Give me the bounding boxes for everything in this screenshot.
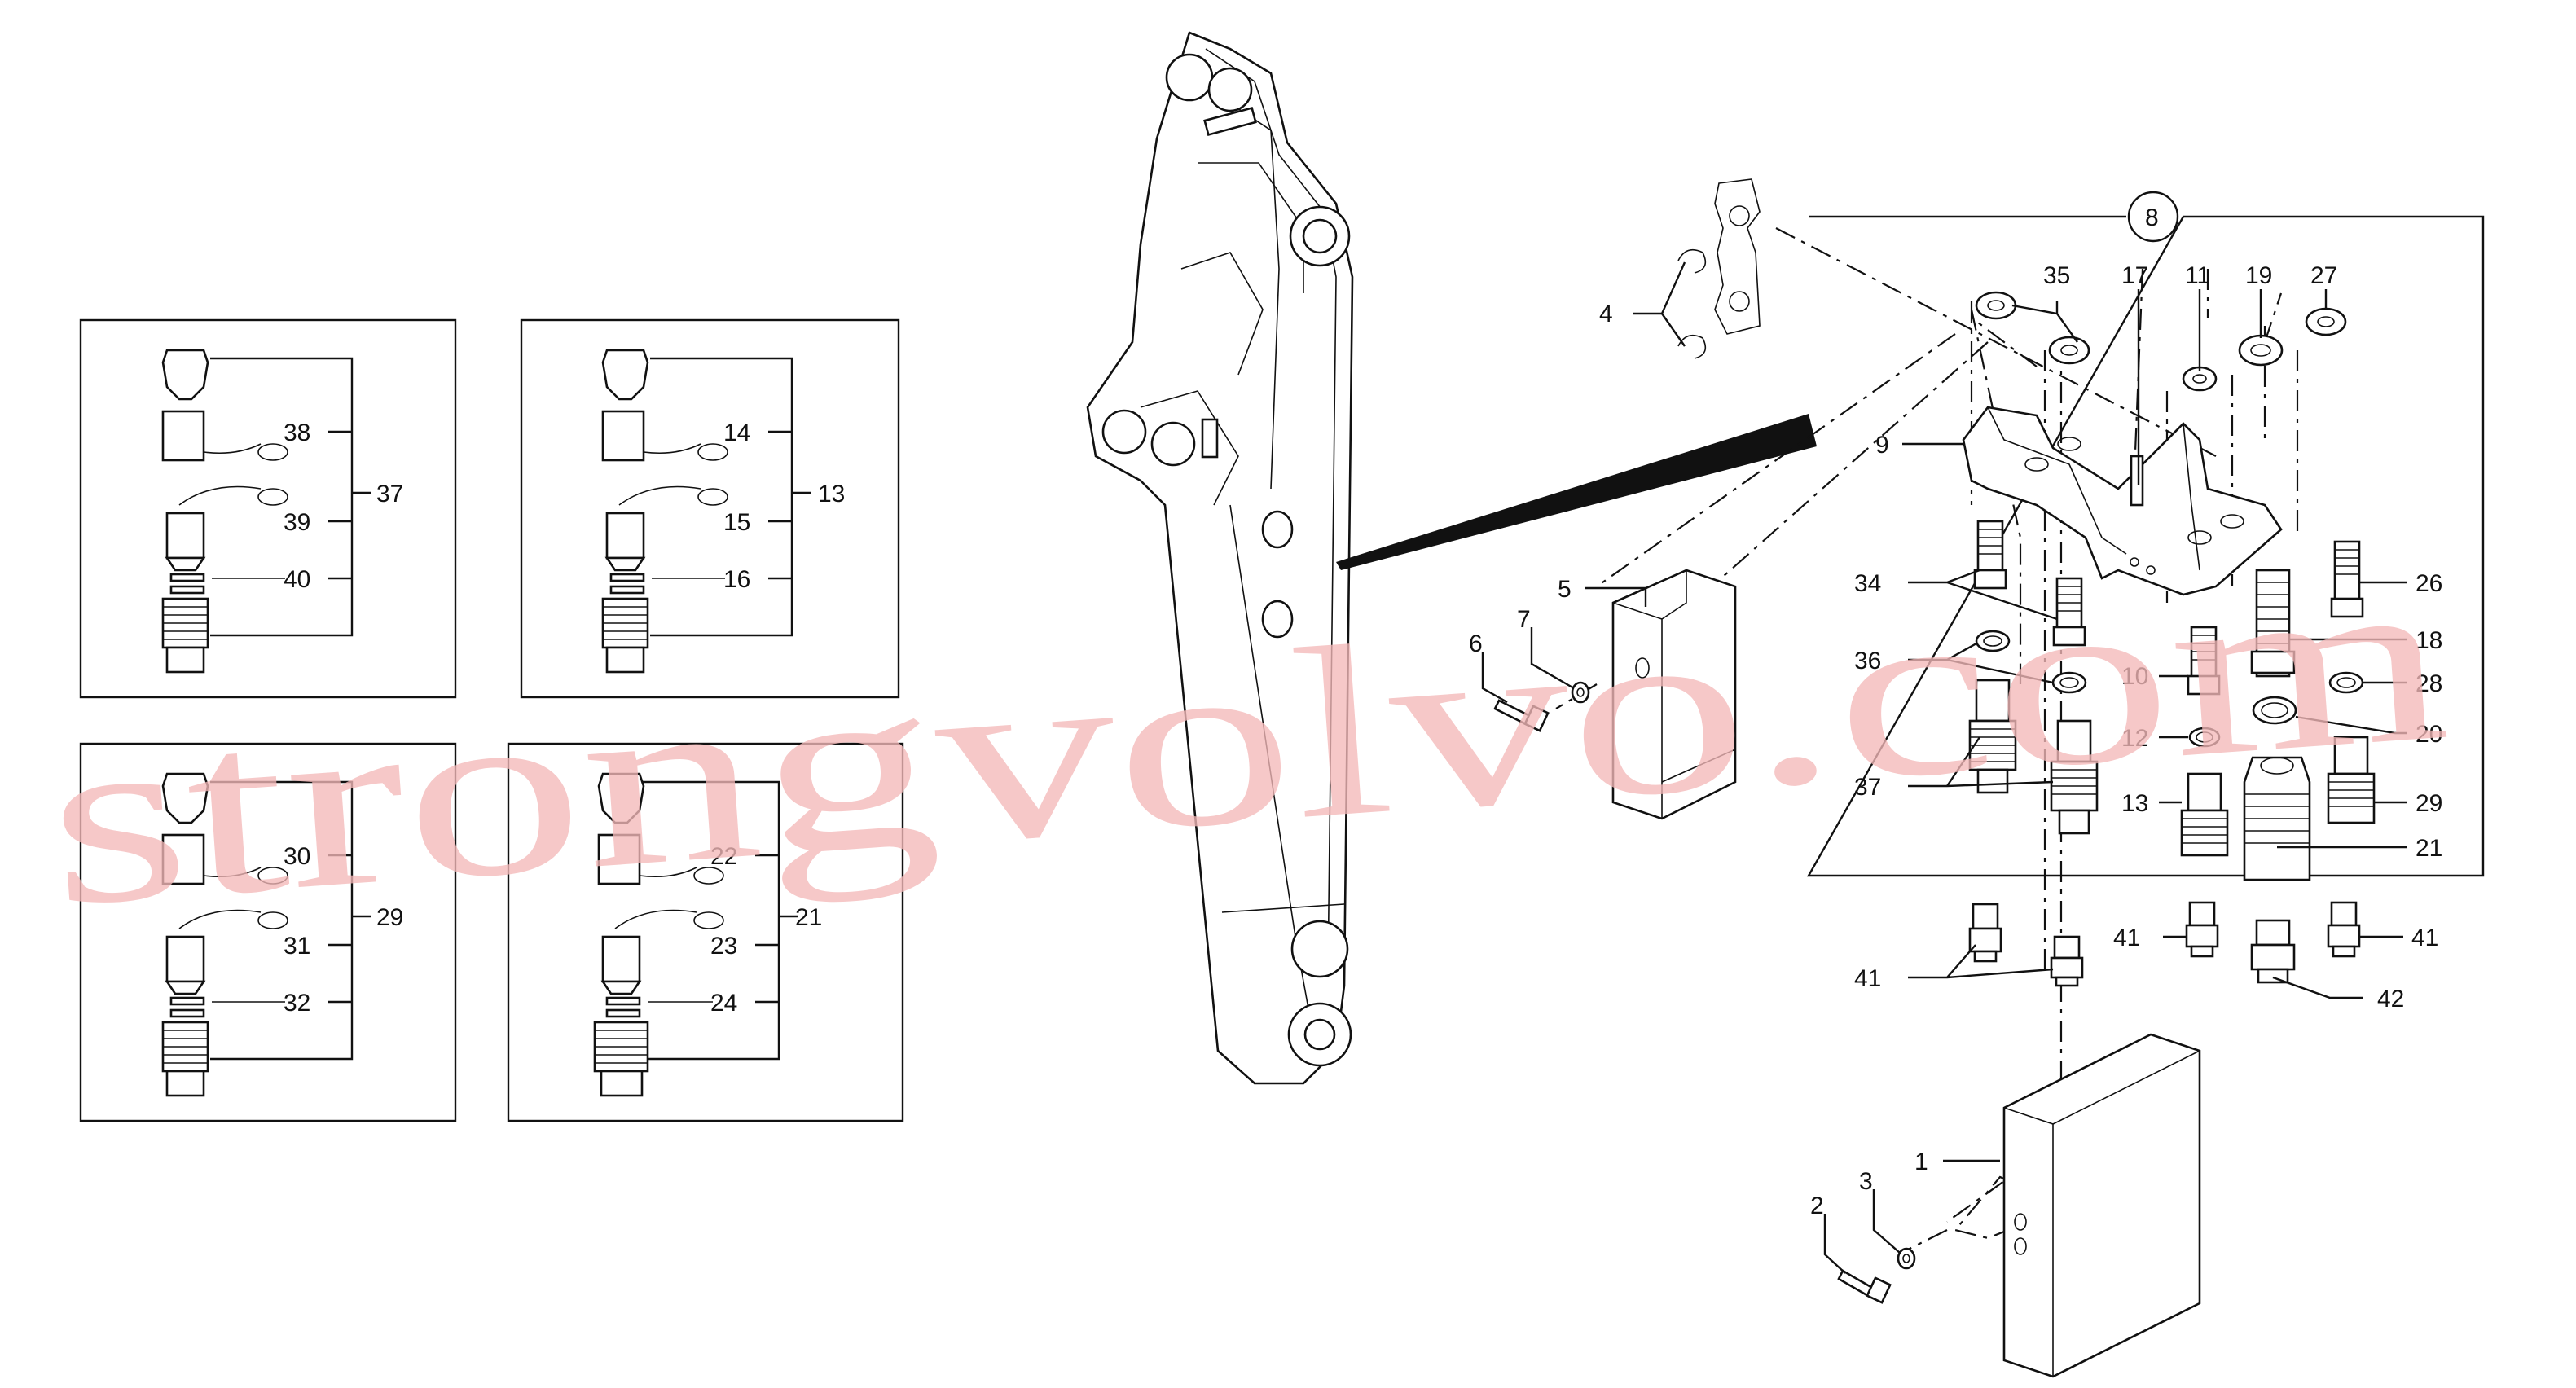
- seals-top-row: 35 17 11 19 27: [1975, 262, 2347, 485]
- kit-box-21: 22 23 24 21: [507, 742, 904, 1122]
- callout-26: 26: [2416, 570, 2442, 597]
- kit-37-id: 37: [376, 481, 403, 507]
- washer-3: 3: [1859, 1168, 1916, 1270]
- callout-29: 29: [2416, 790, 2442, 817]
- callout-21: 21: [2416, 835, 2442, 862]
- kit-13-label-3: 16: [723, 566, 750, 593]
- bolt-2: 2: [1810, 1193, 1892, 1304]
- washer-7: 7: [1517, 606, 1590, 704]
- kit-29-label-3: 32: [284, 990, 310, 1017]
- detail-frame: 8: [1806, 191, 2485, 877]
- callout-28: 28: [2416, 670, 2442, 697]
- cover-1: 1: [1914, 1033, 2201, 1378]
- callout-36: 36: [1854, 648, 1881, 674]
- callout-6: 6: [1469, 630, 1483, 657]
- kit-13-label-1: 14: [723, 419, 750, 446]
- kit-21-label-3: 24: [710, 990, 737, 1017]
- kit-box-13: 14 15 16 13: [520, 318, 900, 699]
- callout-17: 17: [2121, 262, 2148, 289]
- callout-41-right: 41: [2411, 925, 2438, 951]
- callout-19: 19: [2245, 262, 2272, 289]
- callout-27: 27: [2310, 262, 2337, 289]
- callout-41-left: 41: [1854, 965, 1881, 992]
- callout-11: 11: [2185, 262, 2210, 289]
- callout-20: 20: [2416, 721, 2442, 748]
- kit-13-label-2: 15: [723, 509, 750, 536]
- parts-right-column: 26 18 28 20 29 21: [2243, 540, 2442, 881]
- bracket-4: 4: [1599, 178, 1761, 359]
- callout-42: 42: [2377, 986, 2404, 1012]
- kit-29-id: 29: [376, 904, 403, 931]
- callout-37: 37: [1854, 774, 1881, 801]
- callout-10: 10: [2121, 663, 2148, 690]
- kit-box-29: 30 31 32 29: [79, 742, 457, 1122]
- manifold-bracket-9: 9: [1875, 406, 2283, 596]
- callout-3: 3: [1859, 1168, 1873, 1195]
- kit-13-id: 13: [818, 481, 845, 507]
- callout-4: 4: [1599, 301, 1613, 327]
- excavator-arm: [1086, 31, 1354, 1085]
- callout-7: 7: [1517, 606, 1531, 633]
- kit-37-label-3: 40: [284, 566, 310, 593]
- nipples-34: 34: [1854, 520, 2086, 647]
- callout-9: 9: [1875, 432, 1889, 459]
- callout-13: 13: [2121, 790, 2148, 817]
- kit-29-label-2: 31: [284, 933, 310, 960]
- callout-12: 12: [2121, 725, 2148, 752]
- orings-36: 36: [1854, 630, 2087, 694]
- kit-box-37: 38 39 40 37: [79, 318, 457, 699]
- callout-8: 8: [2145, 204, 2159, 231]
- callout-41-middle: 41: [2113, 925, 2140, 951]
- detail-pointer: [1336, 414, 1817, 570]
- kit-21-label-2: 23: [710, 933, 737, 960]
- kit-37-label-2: 39: [284, 509, 310, 536]
- bolt-6: 6: [1469, 630, 1550, 732]
- callout-18: 18: [2416, 627, 2442, 654]
- nipples-41-42: 41 41 41 42: [1854, 901, 2438, 1012]
- kit-37-label-1: 38: [284, 419, 310, 446]
- cover-5: 5: [1558, 569, 1737, 820]
- kit-21-label-1: 22: [710, 843, 737, 870]
- callout-35: 35: [2043, 262, 2070, 289]
- callout-1: 1: [1914, 1149, 1928, 1175]
- callout-2: 2: [1810, 1193, 1824, 1219]
- couplings-37: 37: [1854, 679, 2099, 835]
- callout-5: 5: [1558, 576, 1572, 603]
- callout-34: 34: [1854, 570, 1881, 597]
- part-10-12-13: 10 12 13: [2121, 626, 2229, 857]
- kit-21-id: 21: [795, 904, 822, 931]
- kit-29-label-1: 30: [284, 843, 310, 870]
